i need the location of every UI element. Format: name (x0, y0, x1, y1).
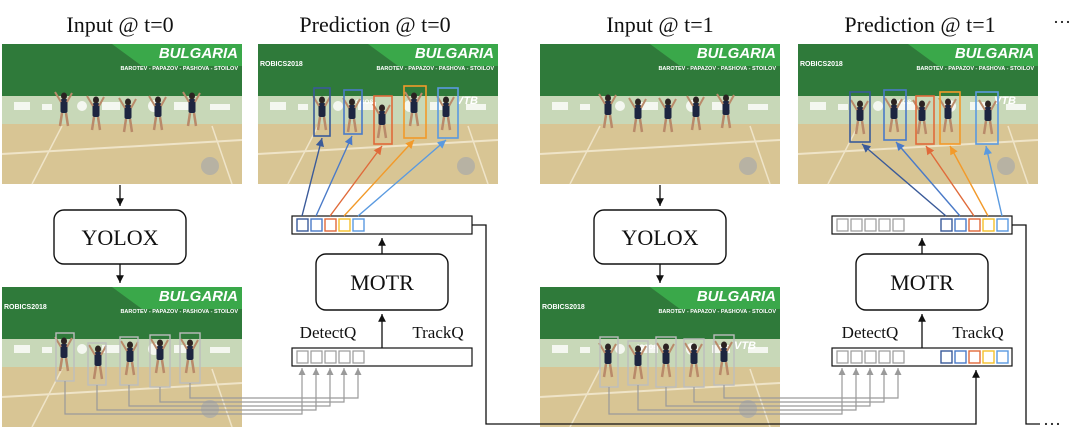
motr-module-t1: MOTR (855, 253, 989, 311)
yolox-label: YOLOX (622, 225, 699, 250)
frame-sponsor-label: VTB (456, 95, 478, 107)
track-box (975, 91, 999, 145)
motr-label: MOTR (890, 270, 954, 295)
frame-names-label: BAROTEV - PAPAZOV - PASHOVA - STOILOV (916, 66, 1034, 72)
frame-country-label: BULGARIA (159, 288, 238, 305)
track-box (373, 95, 393, 145)
frame-names-label: BAROTEV - PAPAZOV - PASHOVA - STOILOV (658, 309, 776, 315)
input-query-bar-t0: DetectQ TrackQ (291, 323, 473, 367)
heading-input-t0: Input @ t=0 (66, 12, 173, 37)
motr-module-t0: MOTR (315, 253, 449, 311)
frame-country-label: BULGARIA (697, 288, 776, 305)
frame-country-label: BULGARIA (159, 45, 238, 62)
frame-sponsor-label: VTB (734, 340, 756, 352)
detection-to-query-arrows (64, 368, 902, 415)
yolox-module-t1: YOLOX (593, 209, 727, 265)
yolox-module-t0: YOLOX (53, 209, 187, 265)
track-box (313, 87, 331, 137)
frame-names-label: BAROTEV - PAPAZOV - PASHOVA - STOILOV (120, 66, 238, 72)
heading-input-t1: Input @ t=1 (606, 12, 713, 37)
yolox-label: YOLOX (82, 225, 159, 250)
frame-event-label: ROBICS2018 (542, 304, 585, 311)
trailing-ellipsis: ··· (1043, 414, 1061, 434)
output-query-bar-t1 (831, 215, 1013, 235)
frame-input-t0: BULGARIA BAROTEV - PAPAZOV - PASHOVA - S… (1, 43, 243, 185)
frame-names-label: BAROTEV - PAPAZOV - PASHOVA - STOILOV (658, 66, 776, 72)
frame-event-label: ROBICS2018 (4, 304, 47, 311)
heading-prediction-t0: Prediction @ t=0 (299, 12, 450, 37)
heading-prediction-t1: Prediction @ t=1 (844, 12, 995, 37)
frame-prediction-t1: ROBICS2018 BULGARIA BAROTEV - PAPAZOV - … (797, 43, 1039, 185)
track-box (939, 91, 961, 145)
trackq-label: TrackQ (412, 323, 463, 342)
frame-country-label: BULGARIA (955, 45, 1034, 62)
heading-ellipsis: ··· (1053, 12, 1071, 32)
output-query-bar-t0 (291, 215, 473, 235)
input-query-bar-t1: DetectQ TrackQ (831, 323, 1013, 367)
detectq-label: DetectQ (842, 323, 899, 342)
trackq-label: TrackQ (952, 323, 1003, 342)
track-box (883, 89, 907, 141)
frame-prediction-t0: ROBICS2018 BULGARIA BAROTEV - PAPAZOV - … (257, 43, 499, 185)
query-to-box-arrows (301, 135, 1003, 217)
frame-country-label: BULGARIA (697, 45, 776, 62)
track-box (849, 91, 871, 143)
frame-event-label: ROBICS2018 (260, 61, 303, 68)
motr-label: MOTR (350, 270, 414, 295)
track-box (437, 87, 459, 139)
frame-event-label: ROBICS2018 (800, 61, 843, 68)
frame-input-t1: BULGARIA BAROTEV - PAPAZOV - PASHOVA - S… (539, 43, 781, 185)
frame-sponsor-label: VTB (994, 95, 1016, 107)
frame-country-label: BULGARIA (415, 45, 494, 62)
frame-sponsor-label: JOGOS (636, 345, 657, 351)
detectq-label: DetectQ (300, 323, 357, 342)
frame-names-label: BAROTEV - PAPAZOV - PASHOVA - STOILOV (120, 309, 238, 315)
frame-names-label: BAROTEV - PAPAZOV - PASHOVA - STOILOV (376, 66, 494, 72)
track-box (343, 89, 363, 135)
track-box (403, 85, 427, 139)
flow-arrows (116, 185, 1040, 425)
track-box (915, 95, 935, 145)
